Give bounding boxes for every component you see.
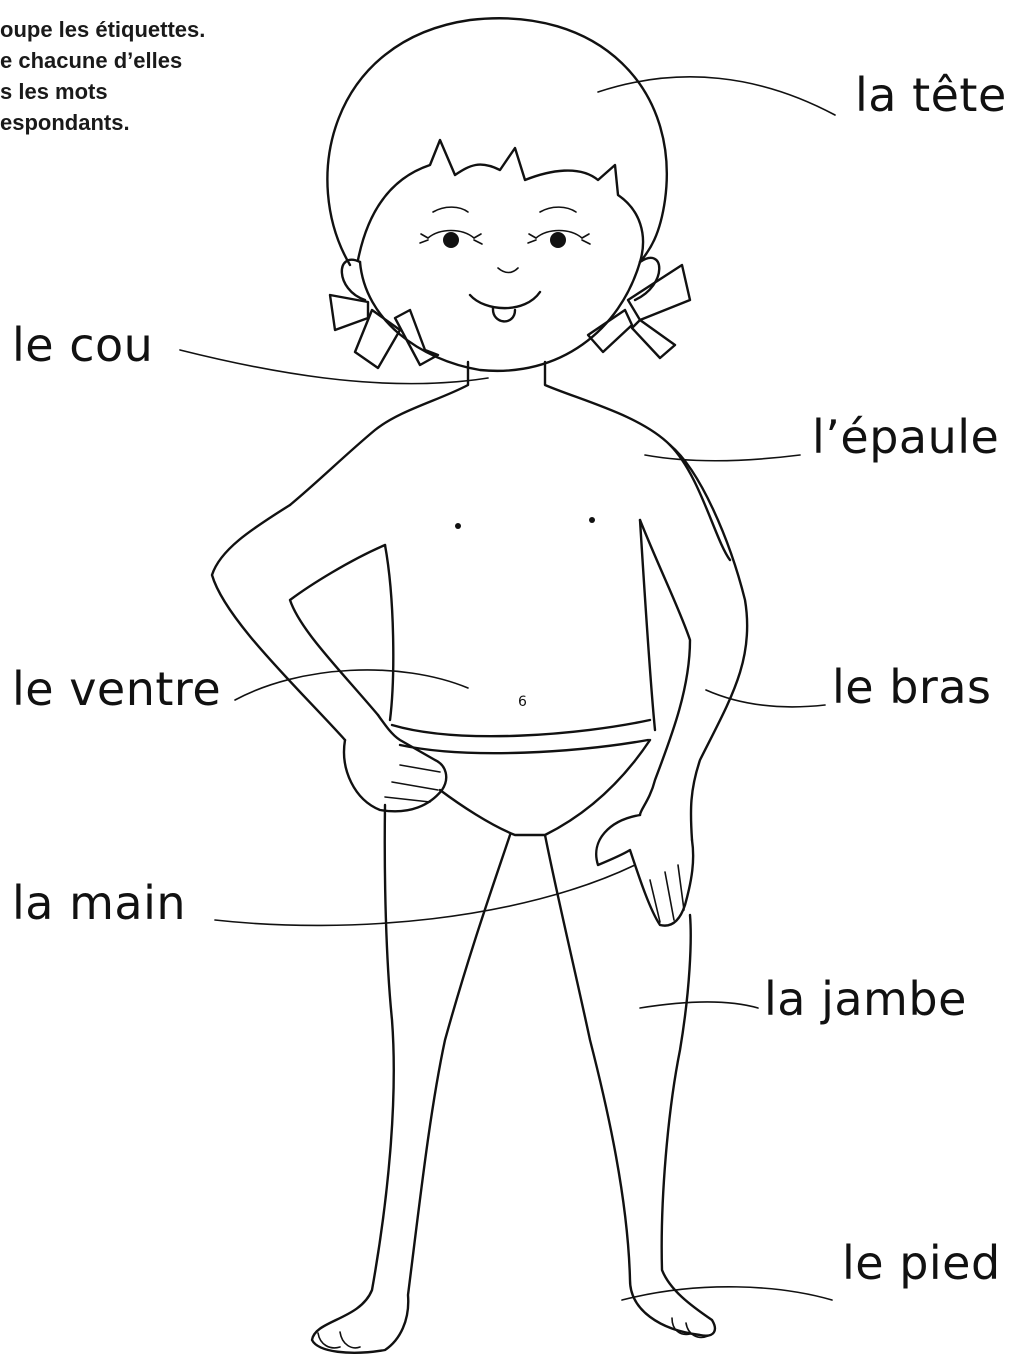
right-arm-drawing xyxy=(596,445,747,926)
leader-line-jambe xyxy=(640,1002,758,1008)
leader-line-tete xyxy=(598,77,835,115)
label-epaule[interactable]: l’épaule xyxy=(812,410,999,464)
leader-line-pied xyxy=(622,1287,832,1300)
label-bras[interactable]: le bras xyxy=(832,660,991,714)
label-tete[interactable]: la tête xyxy=(855,68,1007,122)
left-arm-drawing xyxy=(212,505,446,811)
leader-line-main xyxy=(215,865,635,925)
leader-line-cou xyxy=(180,350,488,384)
head-drawing xyxy=(327,18,666,371)
navel-mark: 6 xyxy=(518,694,527,710)
torso-drawing xyxy=(290,362,730,730)
leader-line-epaule xyxy=(645,455,800,461)
label-pied[interactable]: le pied xyxy=(842,1236,1001,1290)
underwear-drawing xyxy=(392,720,650,835)
hair-bows-drawing xyxy=(330,265,690,368)
leader-lines xyxy=(180,77,835,1300)
label-main[interactable]: la main xyxy=(12,876,186,930)
label-cou[interactable]: le cou xyxy=(12,318,153,372)
label-jambe[interactable]: la jambe xyxy=(764,972,967,1026)
label-ventre[interactable]: le ventre xyxy=(12,662,221,716)
legs-drawing xyxy=(312,805,715,1353)
leader-line-bras xyxy=(706,690,825,707)
